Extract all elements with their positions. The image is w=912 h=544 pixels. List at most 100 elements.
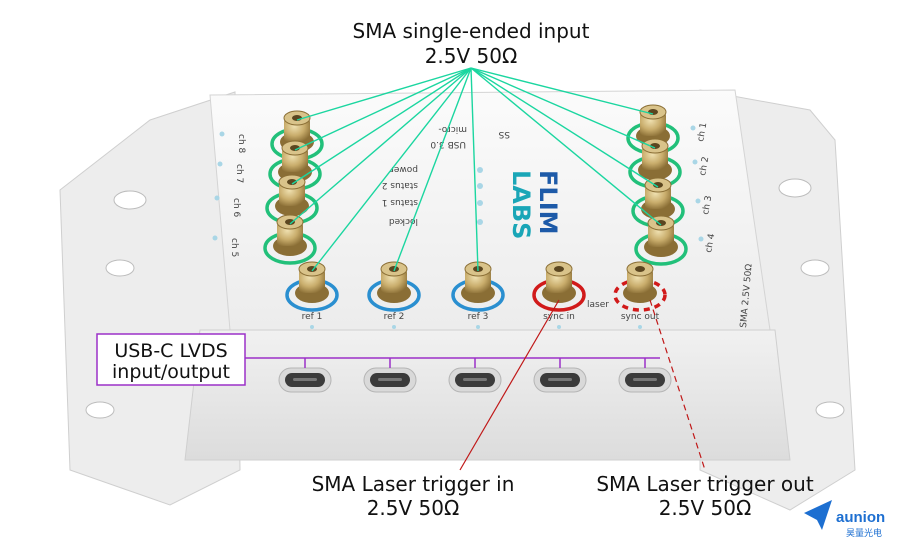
usb-c-port-4-tongue xyxy=(548,378,572,381)
channel-connector-ch8-pin xyxy=(292,115,302,121)
device-front xyxy=(184,329,791,461)
sma-input-leader-line xyxy=(470,67,659,188)
channel-label: ch 6 xyxy=(231,198,241,218)
sma-input-leader-line xyxy=(291,67,472,185)
usb-version-label: USB 3.0 xyxy=(430,139,466,149)
port-led xyxy=(476,325,480,329)
usb-c-ports xyxy=(278,367,672,393)
port-led xyxy=(557,325,561,329)
channel-led xyxy=(214,195,220,201)
watermark: aunion 昊量光电 xyxy=(804,500,885,539)
trigger-in-title: SMA Laser trigger in xyxy=(312,472,515,496)
sma-input-leader-line xyxy=(470,67,479,272)
sma-input-leader-line xyxy=(470,67,662,226)
usb-annotation-box xyxy=(96,333,246,386)
status-led-label: status 1 xyxy=(382,197,418,207)
channel-connector-ch3 xyxy=(631,177,685,228)
channel-connector-ch3-pin xyxy=(653,182,663,188)
trigger-in-annotation: SMA Laser trigger in 2.5V 50Ω xyxy=(312,472,515,520)
status-led xyxy=(477,219,483,225)
sma-input-leader-line xyxy=(470,67,654,115)
trigger-out-title: SMA Laser trigger out xyxy=(596,472,814,496)
port-label: sync out xyxy=(621,312,660,322)
port-led xyxy=(638,325,642,329)
sma-input-spec: 2.5V 50Ω xyxy=(425,44,518,68)
port-label: ref 3 xyxy=(468,312,489,322)
sma-input-leader-line xyxy=(470,67,656,149)
laser-label: laser xyxy=(587,300,609,310)
usb-leader-lines xyxy=(245,357,660,368)
channel-label: ch 7 xyxy=(234,164,244,183)
channel-label: ch 2 xyxy=(698,156,711,177)
sma-input-leader-line xyxy=(311,67,472,272)
port-sync-out xyxy=(613,261,667,312)
channel-led xyxy=(695,198,701,204)
trigger-in-leader-line xyxy=(459,299,560,471)
channel-label: ch 1 xyxy=(696,122,709,143)
channel-connector-ch6-pin xyxy=(287,179,297,185)
watermark-text: aunion xyxy=(836,509,885,526)
brand-logo: FLIM LABS xyxy=(507,170,562,239)
channel-led xyxy=(212,235,218,241)
device-body xyxy=(59,89,856,511)
trigger-in-spec: 2.5V 50Ω xyxy=(367,496,460,520)
usb-c-port-1-tongue xyxy=(293,378,317,381)
channel-label: ch 5 xyxy=(229,238,239,257)
status-led xyxy=(477,167,483,173)
sma-input-title: SMA single-ended input xyxy=(353,19,590,43)
usb-c-port-3-tongue xyxy=(463,378,487,381)
status-led xyxy=(477,183,483,189)
status-led xyxy=(477,200,483,206)
port-label: ref 1 xyxy=(302,312,323,322)
sma-input-leader-line xyxy=(294,67,472,151)
channel-led xyxy=(692,159,698,165)
channel-connector-ch1 xyxy=(626,104,680,155)
sma-input-leader-line xyxy=(393,67,472,272)
channel-connector-ch2 xyxy=(628,138,682,189)
usb-annotation: USB-C LVDS input/output xyxy=(96,333,246,386)
status-led-label: power xyxy=(390,164,418,174)
port-ref-3 xyxy=(451,261,505,312)
port-label: ref 2 xyxy=(384,312,405,322)
bottom-connectors: ref 1 ref 2 ref 3 sync in sync out xyxy=(285,261,667,329)
port-ref-2 xyxy=(367,261,421,312)
port-ref-2-pin xyxy=(389,266,399,272)
channel-label: ch 4 xyxy=(704,233,717,254)
watermark-subtext: 昊量光电 xyxy=(846,527,882,539)
usb-annotation-line-2: input/output xyxy=(112,361,230,383)
watermark-plane-icon xyxy=(804,500,832,530)
port-sync-in-pin xyxy=(554,266,564,272)
sma-input-leader-line xyxy=(296,67,472,121)
usb-annotation-line-1: USB-C LVDS xyxy=(114,340,227,362)
channel-connector-ch4 xyxy=(634,215,688,266)
sma-input-annotation: SMA single-ended input 2.5V 50Ω xyxy=(353,19,590,68)
trigger-leader-lines xyxy=(459,299,706,471)
brand-line-1: FLIM xyxy=(534,170,562,235)
channel-led xyxy=(698,236,704,242)
port-sync-out-pin xyxy=(635,266,645,272)
usb-micro-label: micro- xyxy=(438,124,467,134)
port-label: sync in xyxy=(543,312,575,322)
port-sync-in xyxy=(532,261,586,312)
channel-led xyxy=(690,125,696,131)
channel-led xyxy=(219,131,225,137)
usb-c-port-5-tongue xyxy=(633,378,657,381)
channel-connector-ch4-pin xyxy=(656,220,666,226)
trigger-out-spec: 2.5V 50Ω xyxy=(659,496,752,520)
sma-input-leader-line xyxy=(289,67,472,225)
channel-label: ch 3 xyxy=(701,195,714,216)
sma-input-leader-lines xyxy=(289,67,662,272)
channel-connector-ch5 xyxy=(263,214,317,265)
brand-line-2: LABS xyxy=(507,170,535,239)
channel-connector-ch1-pin xyxy=(648,109,658,115)
channel-led xyxy=(217,161,223,167)
status-panel: micro- USB 3.0 SS xyxy=(430,124,510,149)
trigger-out-annotation: SMA Laser trigger out 2.5V 50Ω xyxy=(596,472,814,520)
port-led xyxy=(392,325,396,329)
port-led xyxy=(310,325,314,329)
status-led-label: locked xyxy=(389,216,418,226)
usb-ss-logo: SS xyxy=(498,129,510,139)
channel-label: ch 8 xyxy=(236,134,246,154)
